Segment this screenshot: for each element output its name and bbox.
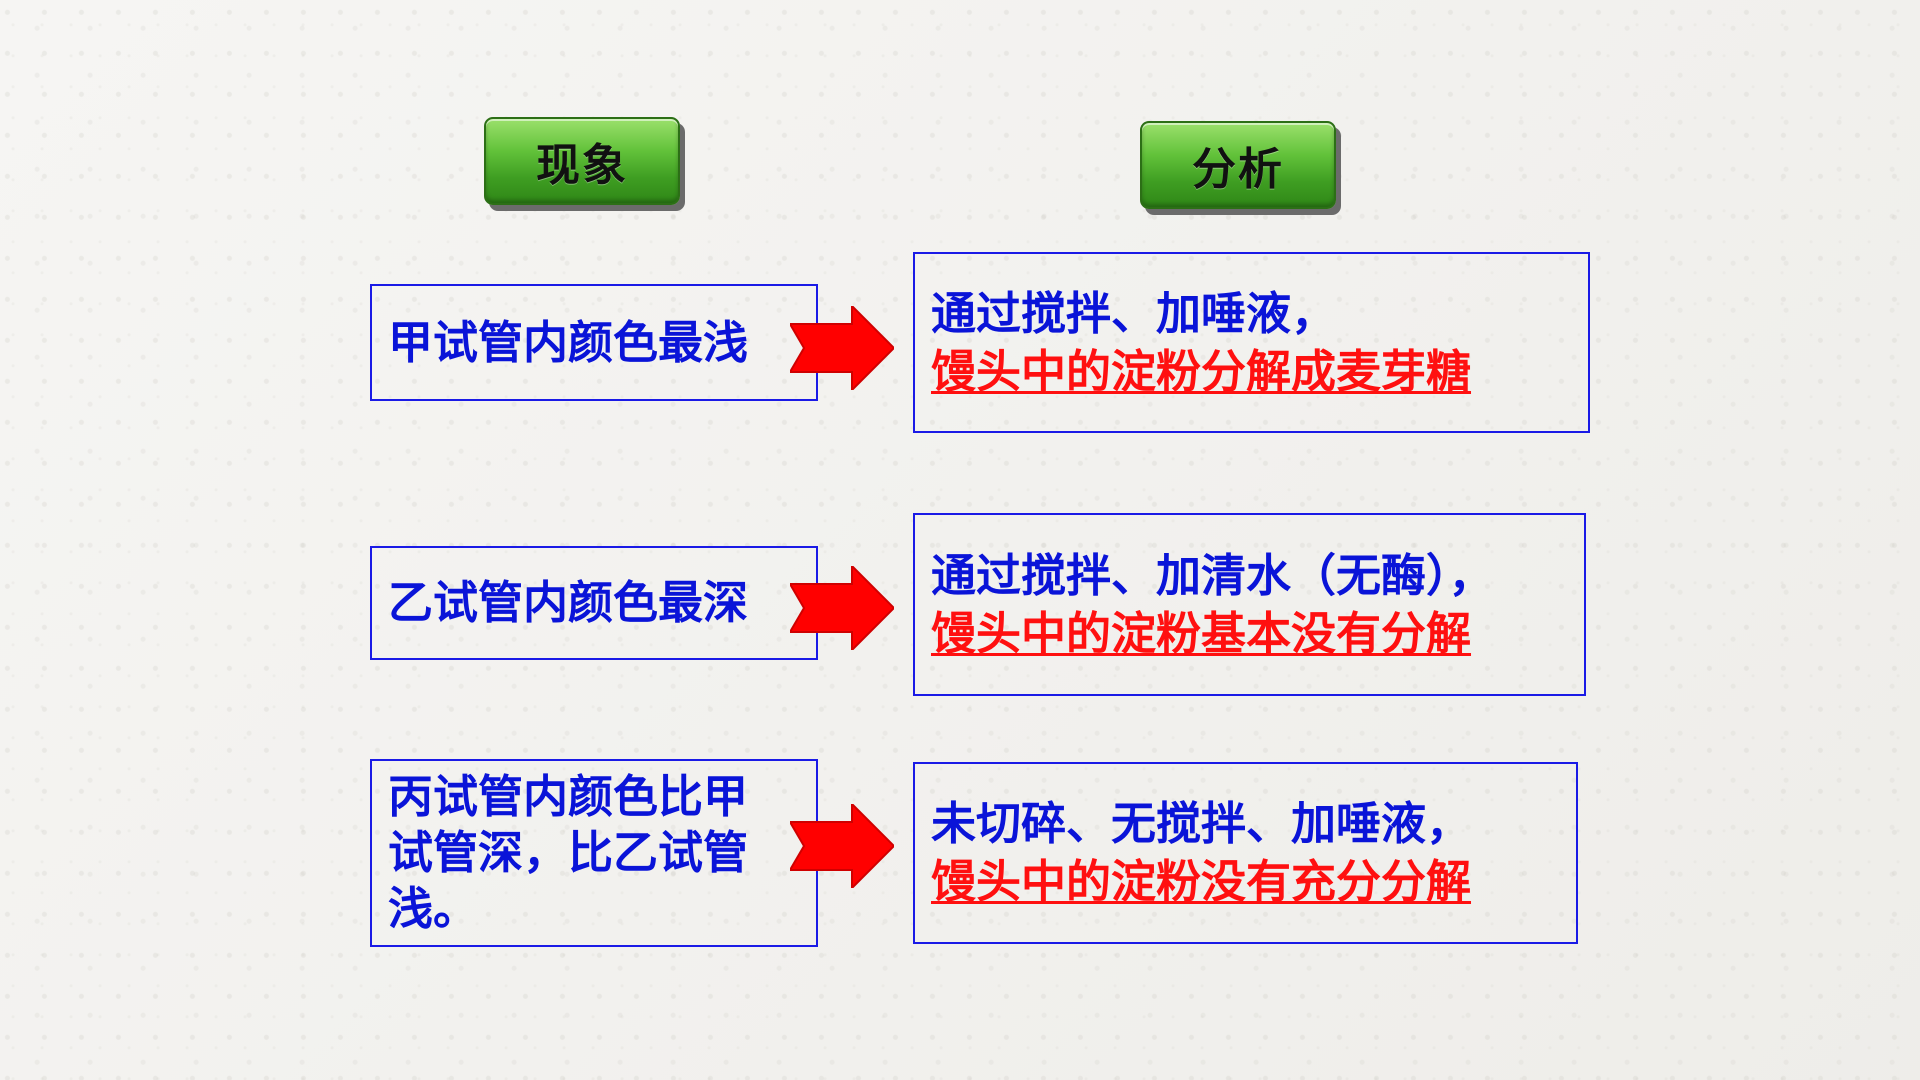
observation-text-2: 乙试管内颜色最深 — [388, 576, 749, 629]
observation-text-3: 丙试管内颜色比甲试管深，比乙试管浅。 — [388, 770, 749, 935]
analysis-box-3: 未切碎、无搅拌、加唾液， 馒头中的淀粉没有充分分解 — [913, 762, 1578, 944]
analysis-box-1: 通过搅拌、加唾液， 馒头中的淀粉分解成麦芽糖 — [913, 252, 1590, 433]
right-arrow-icon — [790, 306, 894, 390]
right-arrow-icon — [790, 804, 894, 888]
analysis-box-2: 通过搅拌、加清水（无酶）， 馒头中的淀粉基本没有分解 — [913, 513, 1586, 696]
observation-box-2: 乙试管内颜色最深 — [370, 546, 818, 660]
observation-text-1: 甲试管内颜色最浅 — [388, 315, 749, 369]
analysis-condition-1: 通过搅拌、加唾液， — [931, 286, 1337, 340]
phenomenon-header: 现象 — [484, 117, 680, 205]
analysis-conclusion-3: 馒头中的淀粉没有充分分解 — [931, 855, 1472, 908]
analysis-condition-2: 通过搅拌、加清水（无酶）， — [931, 548, 1494, 602]
analysis-header: 分析 — [1140, 121, 1336, 209]
analysis-conclusion-2: 馒头中的淀粉基本没有分解 — [931, 606, 1472, 660]
observation-box-3: 丙试管内颜色比甲试管深，比乙试管浅。 — [370, 759, 818, 947]
observation-box-1: 甲试管内颜色最浅 — [370, 284, 818, 401]
analysis-condition-3: 未切碎、无搅拌、加唾液， — [931, 797, 1472, 850]
right-arrow-icon — [790, 566, 894, 650]
analysis-conclusion-1: 馒头中的淀粉分解成麦芽糖 — [931, 344, 1472, 398]
